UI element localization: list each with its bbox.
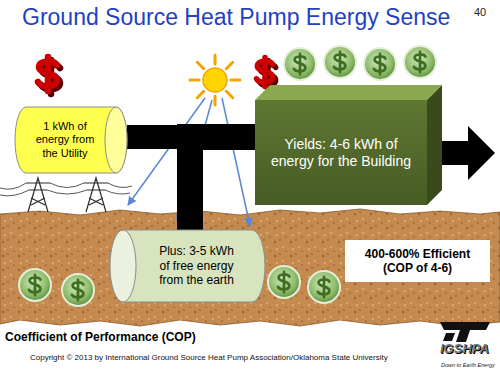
coin-dollar — [72, 280, 83, 300]
sun-icon — [190, 55, 240, 105]
slide-title: Ground Source Heat Pump Energy Sense — [22, 4, 450, 30]
coin — [308, 271, 340, 303]
coin-dollar — [414, 52, 425, 72]
slide-caption: Coefficient of Performance (COP) — [5, 331, 196, 345]
logo-shape — [443, 333, 455, 341]
tower — [26, 178, 50, 212]
cylinder-end — [110, 230, 136, 302]
node-text: Plus: 3-5 kWh of free energy from the ea… — [157, 244, 237, 287]
cylinder-body — [110, 230, 265, 302]
box-side-face — [427, 85, 442, 205]
coin-dollar — [294, 54, 305, 74]
copyright-note: Copyright © 2013 by International Ground… — [30, 353, 388, 362]
coin — [19, 269, 51, 301]
earth-cylinder: Plus: 3-5 kWh of free energy from the ea… — [110, 230, 265, 302]
output-arrow — [440, 126, 495, 180]
utility-cylinder: 1 kWh of energy from the Utility — [15, 107, 127, 173]
cylinder-end — [105, 107, 127, 173]
coin — [62, 274, 94, 306]
igshpa-logo-emblem — [440, 322, 490, 342]
logo-shape — [440, 322, 490, 342]
ground-band — [0, 209, 500, 326]
coin — [404, 46, 436, 78]
red-dollar-signs — [38, 57, 276, 94]
building-box: Yields: 4-6 kWh of energy for the Buildi… — [255, 100, 427, 205]
dollar-sign — [257, 58, 273, 87]
coin-dollar — [318, 277, 329, 297]
coin-dollar — [278, 272, 289, 292]
slide-number: 40 — [474, 6, 486, 19]
logo-wordmark: IGSHPA — [440, 342, 489, 357]
sun-rays — [190, 55, 240, 105]
box-front-face — [255, 100, 427, 205]
node-text: 1 kWh of energy from the Utility — [33, 120, 97, 160]
sun-disc — [203, 68, 227, 92]
coin-dollar — [29, 275, 40, 295]
coin-dollar — [374, 54, 385, 74]
dollar-sign — [38, 57, 57, 91]
node-text: 400-600% Efficient (COP of 4-6) — [355, 247, 480, 276]
cylinder-body — [15, 107, 127, 173]
solar-arrow — [222, 98, 250, 226]
flow-bar — [190, 137, 255, 230]
coin — [268, 266, 300, 298]
coin-dollar — [334, 52, 345, 72]
box-face — [345, 240, 490, 282]
coin — [324, 46, 356, 78]
coin — [364, 48, 396, 80]
power-towers — [0, 178, 132, 212]
node-text: Yields: 4-6 kWh of energy for the Buildi… — [266, 136, 416, 170]
power-wires — [0, 183, 132, 196]
coin — [284, 48, 316, 80]
box-top-face — [255, 85, 442, 100]
logo-tagline: Down to Earth Energy — [441, 362, 495, 368]
efficiency-box: 400-600% Efficient (COP of 4-6) — [345, 240, 490, 282]
tower — [84, 178, 108, 212]
